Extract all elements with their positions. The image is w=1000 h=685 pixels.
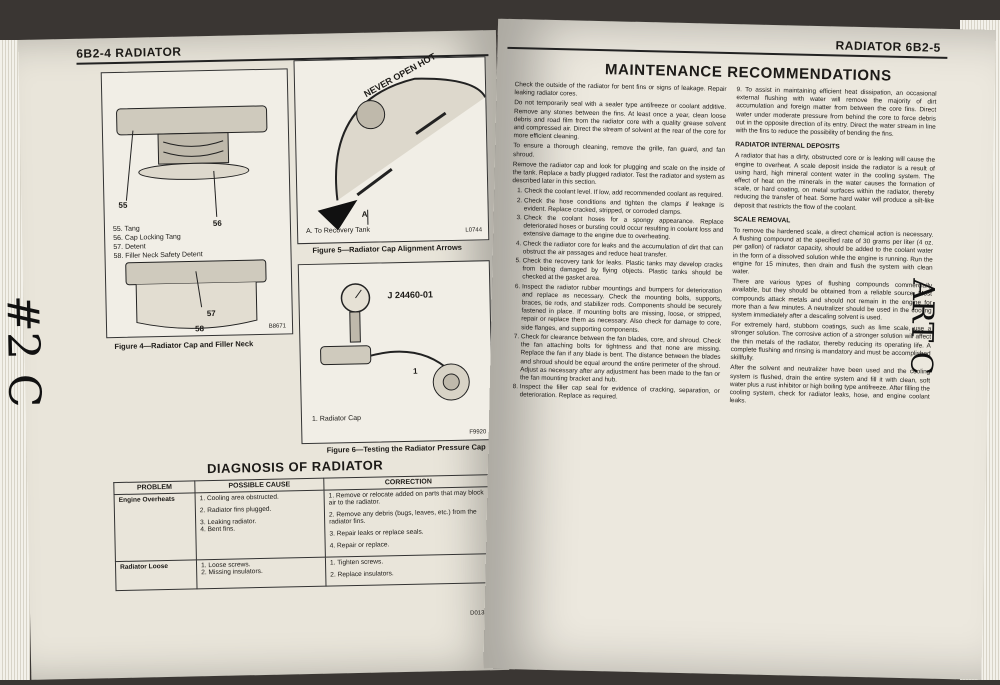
- correction-item: 4. Repair or replace.: [329, 541, 390, 550]
- figure-6-caption: Figure 6—Testing the Radiator Pressure C…: [326, 442, 486, 455]
- correction-item: 1. Tighten screws.: [329, 558, 384, 567]
- figure-5-box: NEVER OPEN HOT A A. To Recovery Tank L07…: [293, 51, 490, 245]
- callout-55: 55: [118, 200, 128, 210]
- handwritten-note-right: ART C: [903, 278, 941, 376]
- paragraph: To ensure a thorough cleaning, remove th…: [512, 142, 726, 159]
- paragraph: There are various types of flushing comp…: [731, 278, 933, 322]
- paragraph: 9. To assist in maintaining efficient he…: [735, 86, 937, 138]
- cause-cell: 1. Loose screws. 2. Missing insulators.: [196, 557, 327, 589]
- paragraph: After the solvent and neutralizer have b…: [729, 364, 931, 405]
- callout-56: 56: [212, 218, 222, 228]
- pressure-test-illustration: [320, 283, 470, 401]
- correction-cell: 1. Tighten screws. 2. Replace insulators…: [325, 553, 495, 587]
- list-item: Check the recovery tank for leaks. Plast…: [522, 257, 722, 286]
- paragraph: To remove the hardened scale, a direct c…: [732, 227, 934, 276]
- figure-6-box: J 24460-01 1 1. Radiator Cap F9920: [297, 260, 494, 445]
- correction-item: 1. Remove or relocate added on parts tha…: [328, 489, 484, 507]
- left-running-head: 6B2-4 RADIATOR: [76, 44, 182, 61]
- figure-4-box: 55 56 57 58 55. Tang 56. Cap Locking Tan…: [100, 68, 294, 339]
- table-row: Engine Overheats 1. Cooling area obstruc…: [114, 486, 495, 562]
- list-item: Check for clearance between the fan blad…: [520, 333, 721, 387]
- checklist: Check the coolant level. If low, add rec…: [507, 188, 725, 405]
- paragraph: Remove the radiator cap and look for plu…: [512, 160, 725, 187]
- right-running-head: RADIATOR 6B2-5: [835, 38, 941, 55]
- figure-4-legend: 55. Tang 56. Cap Locking Tang 57. Detent…: [113, 223, 203, 261]
- cause-item: 3. Leaking radiator. 4. Bent fins.: [200, 518, 257, 534]
- left-page: 6B2-4 RADIATOR 55 56 57 58 55. Tang 56. …: [0, 29, 510, 680]
- cause-item: 2. Radiator fins plugged.: [199, 505, 272, 515]
- problem-cell: Radiator Loose: [115, 559, 198, 591]
- cause-item: 1. Cooling area obstructed.: [199, 493, 279, 503]
- paragraph: Do not temporarily seal with a sealer ty…: [513, 99, 727, 141]
- scale-heading: SCALE REMOVAL: [733, 215, 791, 225]
- cap-alignment-illustration: [317, 77, 487, 231]
- figure-4-caption: Figure 4—Radiator Cap and Filler Neck: [114, 339, 254, 352]
- figure-5-caption: Figure 5—Radiator Cap Alignment Arrows: [312, 242, 463, 255]
- tool-number: J 24460-01: [387, 289, 434, 301]
- list-item: Inspect the filler cap seal for evidence…: [519, 383, 720, 404]
- problem-cell: Engine Overheats: [114, 492, 197, 562]
- figure-6-code: F9920: [469, 429, 487, 436]
- callout-58: 58: [194, 324, 205, 334]
- column-1: Check the outside of the radiator for be…: [507, 81, 726, 405]
- figure-6-legend: 1. Radiator Cap: [311, 414, 362, 423]
- paragraph: Check the outside of the radiator for be…: [514, 81, 727, 98]
- figure-5-code: L0744: [465, 227, 483, 234]
- radiator-cap-illustration: [116, 105, 268, 329]
- callout-a: A: [361, 209, 368, 219]
- correction-item: 3. Repair leaks or replace seals.: [329, 528, 424, 538]
- maintenance-title: MAINTENANCE RECOMMENDATIONS: [604, 61, 892, 85]
- handwritten-note-left: #2 C: [0, 294, 50, 409]
- figure-5-legend: A. To Recovery Tank: [306, 226, 371, 236]
- cause-item: 1. Loose screws. 2. Missing insulators.: [200, 561, 263, 577]
- right-page: RADIATOR 6B2-5 MAINTENANCE RECOMMENDATIO…: [483, 18, 996, 680]
- cause-cell: 1. Cooling area obstructed. 2. Radiator …: [195, 490, 326, 560]
- figure-4-code: B8671: [268, 323, 287, 330]
- callout-57: 57: [206, 308, 216, 319]
- diagnosis-title: DIAGNOSIS OF RADIATOR: [206, 457, 384, 477]
- paragraph: A radiator that has a dirty, obstructed …: [733, 152, 936, 212]
- correction-item: 2. Remove any debris (bugs, leaves, etc.…: [328, 508, 477, 526]
- legend-item: 58. Filler Neck Safety Detent: [113, 251, 203, 261]
- list-item: Check the coolant hoses for a spongy app…: [523, 214, 723, 243]
- diagnosis-table: PROBLEM POSSIBLE CAUSE CORRECTION Engine…: [113, 474, 495, 591]
- list-item: Inspect the radiator rubber mountings an…: [521, 283, 722, 337]
- correction-item: 2. Replace insulators.: [330, 570, 394, 579]
- correction-cell: 1. Remove or relocate added on parts tha…: [323, 486, 495, 558]
- deposits-heading: RADIATOR INTERNAL DEPOSITS: [735, 141, 840, 151]
- paragraph: For extremely hard, stubborn coatings, s…: [730, 321, 932, 362]
- callout-1: 1: [412, 366, 418, 376]
